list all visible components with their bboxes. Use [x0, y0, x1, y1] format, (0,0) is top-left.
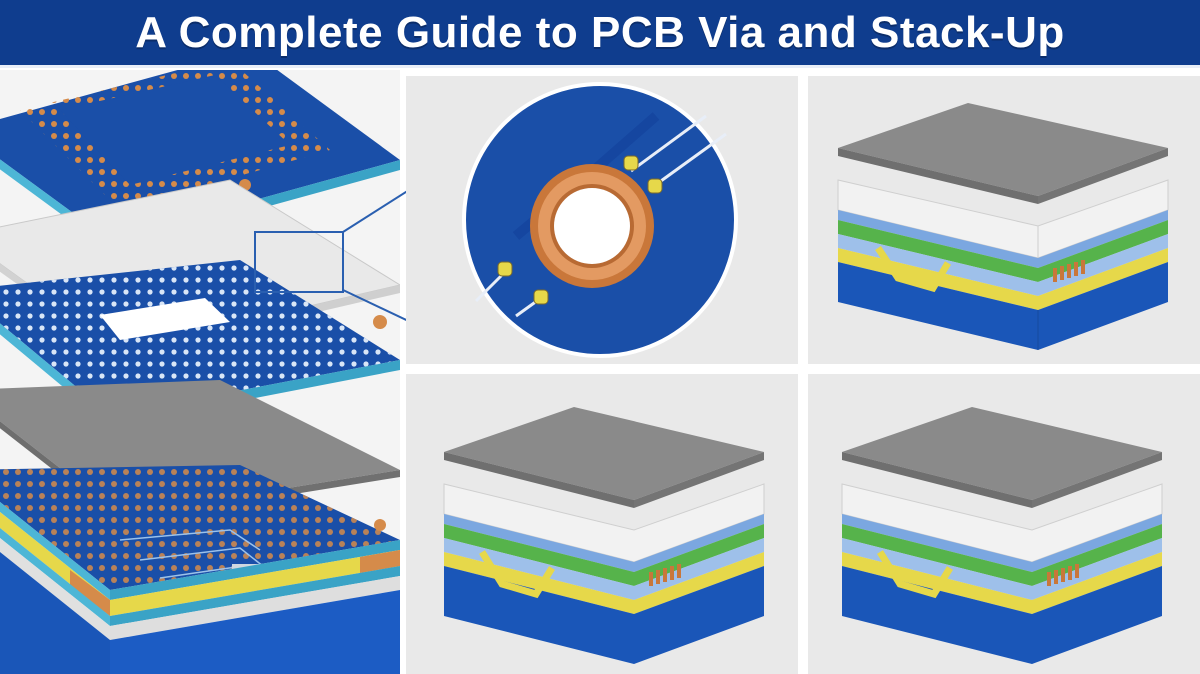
zoom-region-box — [254, 231, 344, 293]
title-banner: A Complete Guide to PCB Via and Stack-Up — [0, 0, 1200, 68]
page-title: A Complete Guide to PCB Via and Stack-Up — [135, 7, 1065, 57]
stackup-cross-section-2 — [406, 374, 798, 674]
stackup-cross-section-1 — [808, 76, 1200, 364]
exploded-board-view — [0, 70, 400, 674]
via-copper-ring — [530, 164, 654, 288]
via-zoom-detail — [406, 76, 798, 364]
stackup-cross-section-3 — [808, 374, 1200, 674]
bottom-board-layer — [0, 465, 400, 674]
